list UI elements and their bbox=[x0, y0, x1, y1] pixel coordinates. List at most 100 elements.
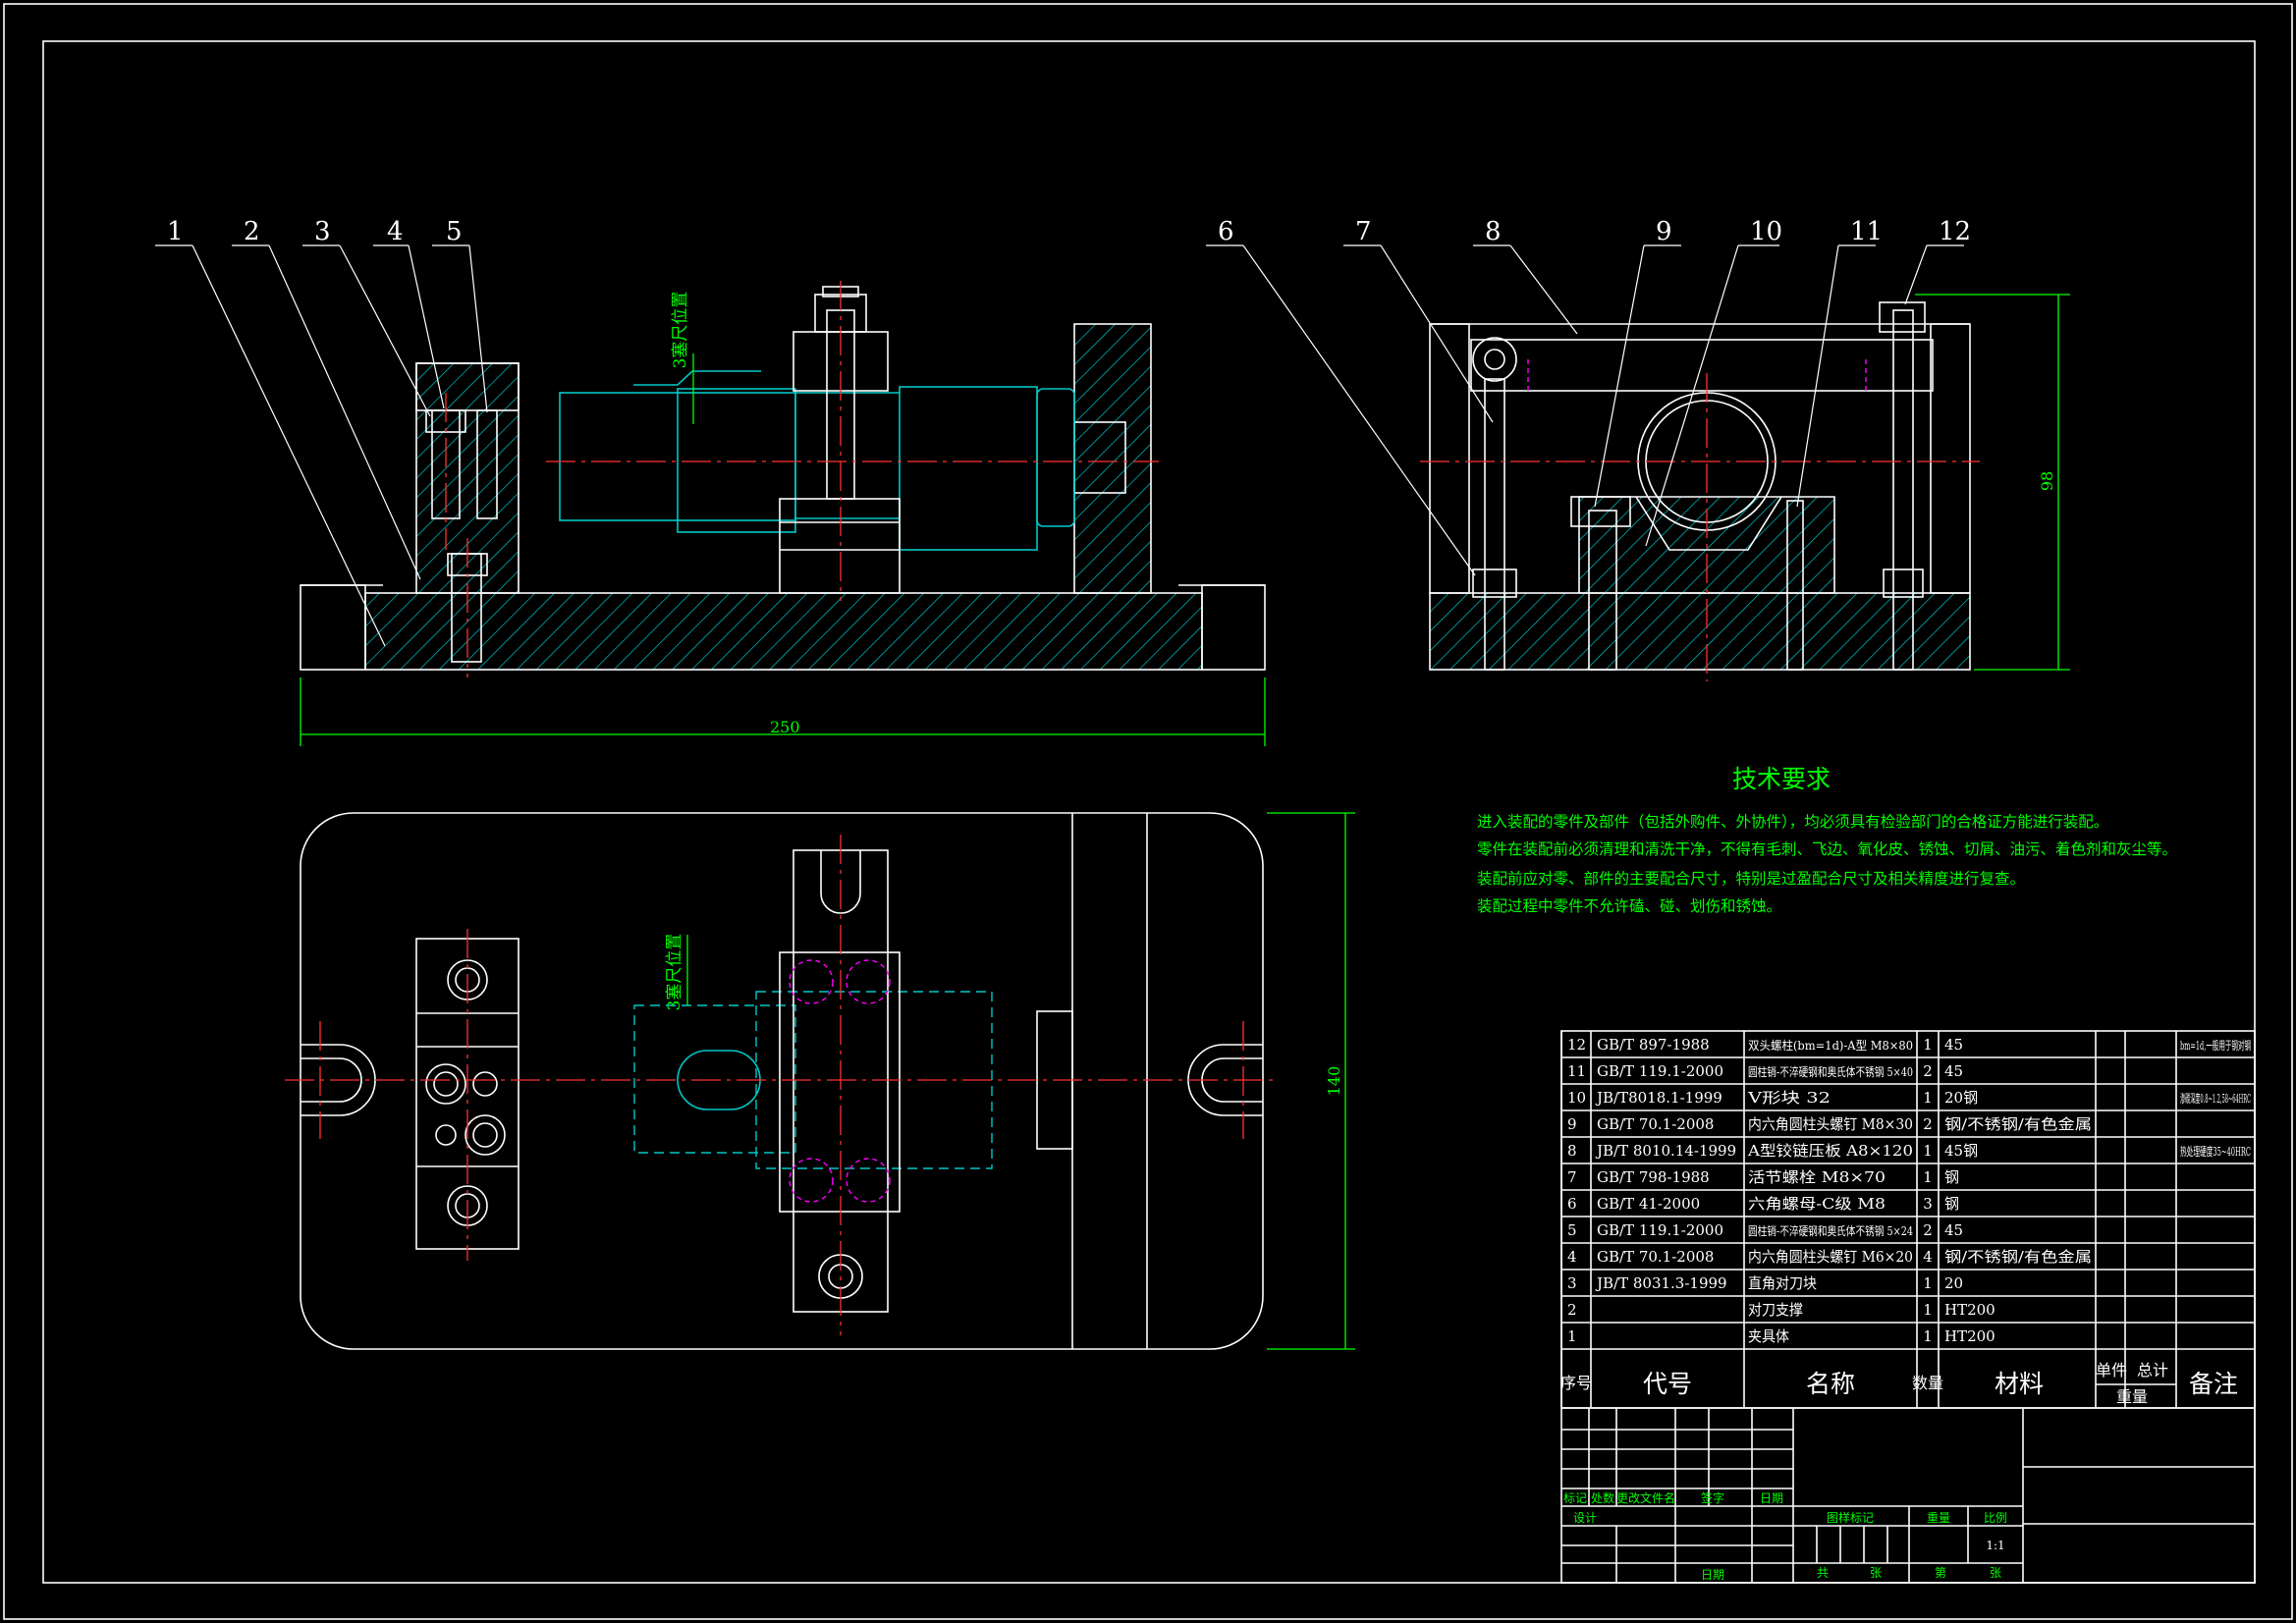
bom-material: 45 bbox=[1944, 1036, 1963, 1054]
bom-header-weight: 重量 bbox=[2116, 1387, 2148, 1406]
bom-no: 8 bbox=[1567, 1142, 1577, 1160]
bom-qty: 1 bbox=[1923, 1089, 1933, 1107]
tech-line-4: 装配过程中零件不允许磕、碰、划伤和锈蚀。 bbox=[1477, 897, 1781, 915]
tb-weight: 重量 bbox=[1927, 1511, 1950, 1525]
bom-no: 6 bbox=[1567, 1195, 1577, 1213]
bom-remark: 渗碳深度0.8~1.2,58~64HRC bbox=[2180, 1091, 2251, 1106]
bom-qty: 1 bbox=[1923, 1142, 1933, 1160]
side-right-wall bbox=[1930, 323, 1971, 594]
balloon-11: 11 bbox=[1850, 217, 1883, 246]
bom-name: 双头螺柱(bm=1d)-A型 M8×80 bbox=[1748, 1038, 1913, 1053]
bom-header-unit: 单件 bbox=[2096, 1361, 2127, 1380]
bom-no: 4 bbox=[1567, 1248, 1577, 1266]
bom-code: GB/T 798-1988 bbox=[1597, 1168, 1710, 1186]
bom-no: 9 bbox=[1567, 1115, 1577, 1133]
bom-qty: 1 bbox=[1923, 1301, 1933, 1319]
bom-header-name: 名称 bbox=[1806, 1370, 1855, 1398]
bom-no: 11 bbox=[1567, 1062, 1586, 1080]
bom-remark: 热处理硬度35~40HRC bbox=[2180, 1144, 2251, 1159]
dim-length: 250 bbox=[770, 718, 800, 736]
bom-code: JB/T8018.1-1999 bbox=[1595, 1089, 1722, 1107]
bom-material: 45 bbox=[1944, 1062, 1963, 1080]
stud-side bbox=[1892, 309, 1914, 671]
hinge-eye bbox=[1472, 337, 1517, 382]
balloons-side: 6 7 8 9 10 11 12 bbox=[1206, 217, 1971, 576]
probe-note-front: 3塞尺位置 bbox=[671, 292, 690, 369]
bom-code: GB/T 119.1-2000 bbox=[1597, 1221, 1723, 1239]
bom-qty: 2 bbox=[1923, 1221, 1933, 1239]
bom-no: 5 bbox=[1567, 1221, 1577, 1239]
bom-name: 夹具体 bbox=[1748, 1327, 1789, 1345]
dim-width: 140 bbox=[1325, 1066, 1343, 1097]
tb-design: 设计 bbox=[1573, 1511, 1597, 1525]
front-view: 250 3塞尺位置 bbox=[300, 281, 1266, 746]
bom-material: 45 bbox=[1944, 1221, 1963, 1239]
bom-no: 3 bbox=[1567, 1274, 1577, 1292]
tb-sheet-unit-2: 张 bbox=[1990, 1566, 2001, 1580]
tb-rev-sign: 签字 bbox=[1701, 1490, 1724, 1505]
balloon-7: 7 bbox=[1355, 217, 1372, 246]
bom-code: GB/T 41-2000 bbox=[1597, 1195, 1700, 1213]
top-view: 140 3塞尺位置 bbox=[285, 812, 1355, 1350]
bom-material: 钢/不锈钢/有色金属 bbox=[1944, 1115, 2092, 1133]
bom-name: 直角对刀块 bbox=[1748, 1274, 1817, 1292]
bom-name: 活节螺栓 M8×70 bbox=[1748, 1168, 1886, 1186]
bom-header-total: 总计 bbox=[2137, 1361, 2168, 1380]
hinged-plate bbox=[1470, 339, 1934, 392]
balloon-9: 9 bbox=[1656, 217, 1672, 246]
bom-material: 20 bbox=[1944, 1274, 1963, 1292]
bom-material: 钢 bbox=[1944, 1195, 1959, 1213]
bom-qty: 2 bbox=[1923, 1062, 1933, 1080]
tech-line-3: 装配前应对零、部件的主要配合尺寸，特别是过盈配合尺寸及相关精度进行复查。 bbox=[1477, 869, 2025, 888]
v-block-front bbox=[779, 498, 901, 594]
right-upright bbox=[1073, 323, 1152, 594]
bom-qty: 1 bbox=[1923, 1327, 1933, 1345]
bom-code: GB/T 70.1-2008 bbox=[1597, 1115, 1714, 1133]
bom-material: 45钢 bbox=[1944, 1142, 1978, 1160]
base-plate-right-lug bbox=[1201, 584, 1266, 671]
tech-line-1: 进入装配的零件及部件（包括外购件、外协件），均必须具有检验部门的合格证方能进行装… bbox=[1477, 813, 2108, 831]
bom-name: 对刀支撑 bbox=[1748, 1301, 1803, 1319]
side-view: 98 bbox=[1420, 294, 2070, 681]
tb-sheet-unit-1: 张 bbox=[1870, 1566, 1882, 1580]
bom-name: 圆柱销-不淬硬钢和奥氏体不锈钢 5×40 bbox=[1748, 1064, 1913, 1079]
tech-title: 技术要求 bbox=[1732, 765, 1831, 793]
balloon-12: 12 bbox=[1939, 217, 1971, 246]
bom-code: JB/T 8010.14-1999 bbox=[1595, 1142, 1736, 1160]
bom-no: 7 bbox=[1567, 1168, 1577, 1186]
bom-header-qty: 数量 bbox=[1912, 1374, 1943, 1392]
tb-rev-doc: 更改文件名 bbox=[1616, 1490, 1675, 1505]
balloon-1: 1 bbox=[167, 217, 184, 246]
bom-code: GB/T 897-1988 bbox=[1597, 1036, 1710, 1054]
tb-stage: 图样标记 bbox=[1827, 1510, 1874, 1525]
tb-scale-label: 比例 bbox=[1984, 1511, 2007, 1525]
tb-rev-mark: 标记 bbox=[1563, 1491, 1587, 1505]
balloon-6: 6 bbox=[1218, 217, 1234, 246]
base-plate-left-lug bbox=[300, 584, 366, 671]
bom-qty: 1 bbox=[1923, 1036, 1933, 1054]
tb-sheets-total: 共 bbox=[1817, 1566, 1829, 1580]
tb-date: 日期 bbox=[1701, 1568, 1724, 1582]
inner-frame bbox=[42, 40, 2256, 1584]
bom-name: 圆柱销-不淬硬钢和奥氏体不锈钢 5×24 bbox=[1748, 1223, 1913, 1238]
bom-material: 钢/不锈钢/有色金属 bbox=[1944, 1248, 2092, 1266]
eye-bolt bbox=[1484, 378, 1505, 671]
bom-material: 钢 bbox=[1944, 1168, 1959, 1186]
bom-no: 1 bbox=[1567, 1327, 1577, 1345]
balloon-4: 4 bbox=[387, 217, 404, 246]
bom-qty: 1 bbox=[1923, 1168, 1933, 1186]
bom-remark: bm=1d,一般用于钢对钢 bbox=[2180, 1038, 2251, 1053]
bom-header-remark: 备注 bbox=[2189, 1370, 2238, 1398]
bom-material: HT200 bbox=[1944, 1327, 1995, 1345]
workpiece-shaft bbox=[559, 370, 1075, 551]
bom-name: V形块 32 bbox=[1747, 1089, 1831, 1107]
tb-scale: 1:1 bbox=[1986, 1539, 2004, 1552]
bom-material: 20钢 bbox=[1944, 1089, 1978, 1107]
bom-header-code: 代号 bbox=[1643, 1370, 1692, 1398]
bom-no: 2 bbox=[1567, 1301, 1577, 1319]
title-block: 标记 处数 更改文件名 签字 日期 设计 日期 图样标记 重量 比例 1:1 共… bbox=[1560, 1407, 2256, 1584]
bom-qty: 3 bbox=[1923, 1195, 1933, 1213]
top-base-outline bbox=[300, 812, 1264, 1350]
